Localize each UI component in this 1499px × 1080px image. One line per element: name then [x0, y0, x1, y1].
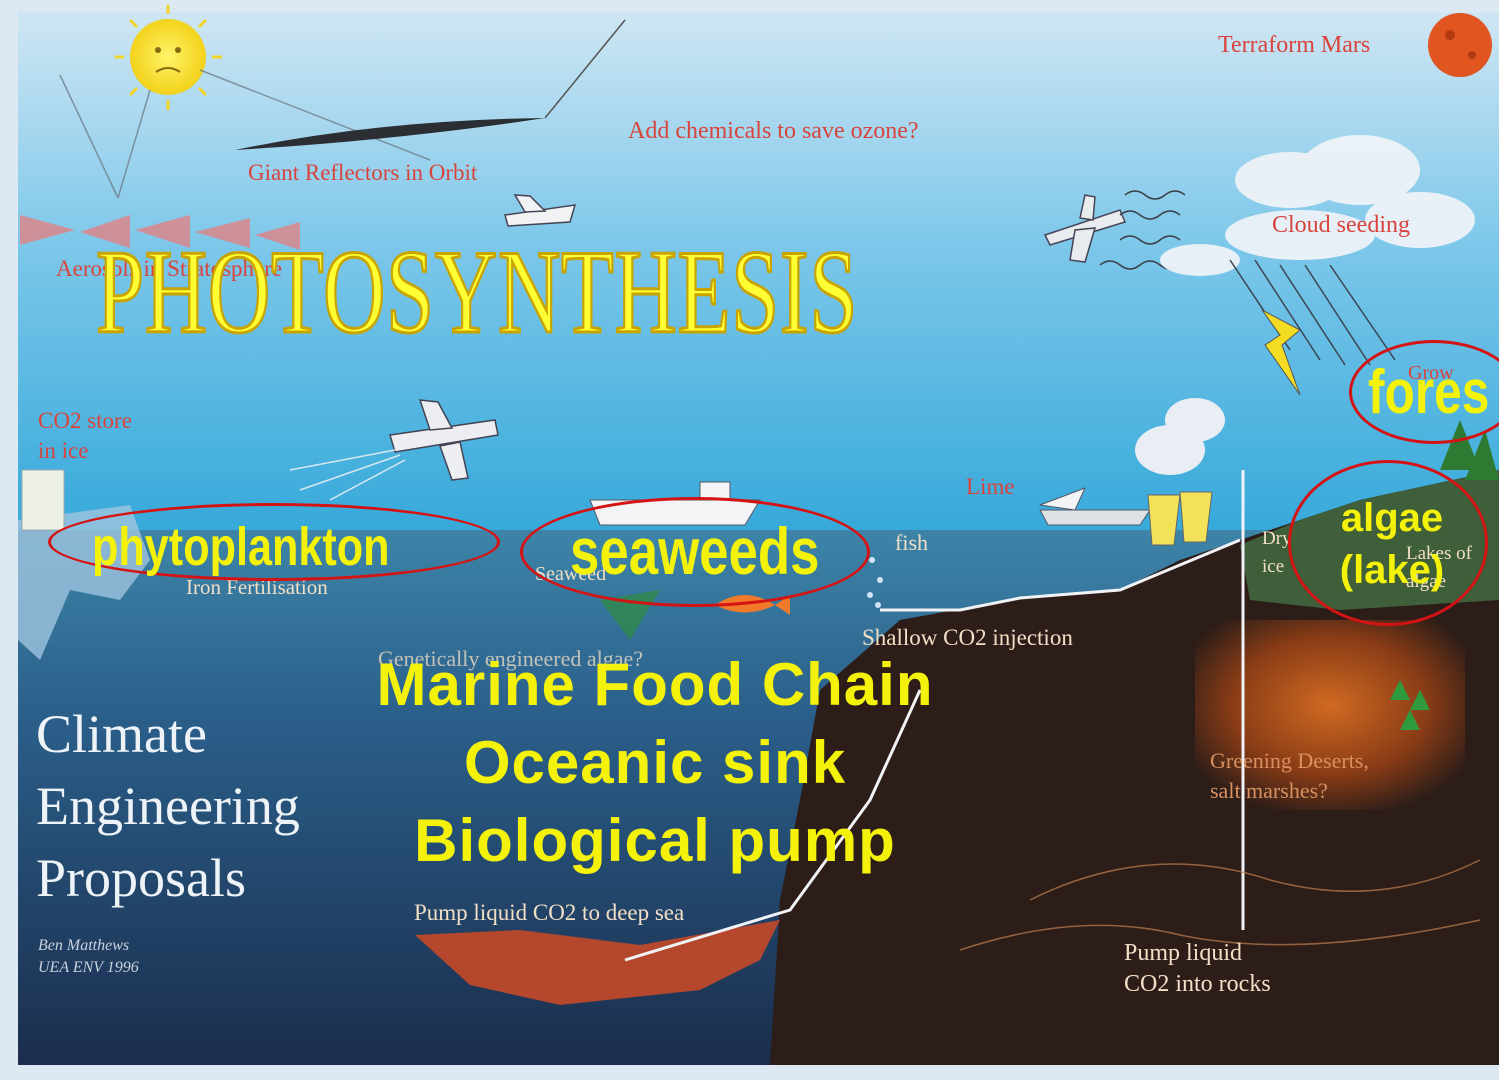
label-pump-rocks: Pump liquid CO2 into rocks: [1124, 938, 1271, 1000]
sun-icon: [115, 5, 222, 110]
label-lime: Lime: [966, 474, 1015, 500]
label-greening-deserts-line1: Greening Deserts,: [1210, 746, 1369, 776]
label-fish: fish: [895, 530, 928, 556]
highlight-seaweeds: seaweeds: [570, 516, 820, 586]
ocean-text-line1: Marine Food Chain: [300, 646, 1010, 724]
label-dry-ice-line2: ice: [1262, 553, 1292, 581]
diagram-title-line1: Climate: [36, 698, 300, 770]
credit-line1: Ben Matthews: [38, 935, 139, 957]
label-pump-rocks-line2: CO2 into rocks: [1124, 969, 1271, 1000]
highlight-algae: algae (lake): [1312, 492, 1472, 596]
label-pump-deep-sea: Pump liquid CO2 to deep sea: [414, 900, 684, 926]
highlight-forest: fores: [1368, 360, 1489, 426]
mars-icon: [1428, 13, 1492, 77]
label-add-chemicals: Add chemicals to save ozone?: [628, 118, 919, 145]
label-cloud-seeding: Cloud seeding: [1272, 212, 1410, 239]
credit-line2: UEA ENV 1996: [38, 957, 139, 979]
label-greening-deserts-line2: salt marshes?: [1210, 776, 1369, 806]
ocean-text-line3: Biological pump: [300, 802, 1010, 880]
diagram-title-line3: Proposals: [36, 842, 300, 914]
highlight-algae-line1: algae: [1312, 492, 1472, 544]
label-co2-store-line2: in ice: [38, 436, 132, 466]
label-terraform-mars: Terraform Mars: [1218, 32, 1370, 59]
diagram-title: Climate Engineering Proposals: [36, 698, 300, 914]
highlight-algae-line2: (lake): [1312, 544, 1472, 596]
label-dry-ice: Dry ice: [1262, 525, 1292, 581]
label-co2-store: CO2 store in ice: [38, 406, 132, 466]
label-giant-reflectors: Giant Reflectors in Orbit: [248, 160, 477, 186]
credit: Ben Matthews UEA ENV 1996: [38, 935, 139, 979]
diagram-title-line2: Engineering: [36, 770, 300, 842]
ocean-text-line2: Oceanic sink: [300, 724, 1010, 802]
highlight-phytoplankton: phytoplankton: [92, 518, 390, 576]
headline-photosynthesis: PHOTOSYNTHESIS: [96, 232, 858, 352]
ocean-text: Marine Food Chain Oceanic sink Biologica…: [300, 646, 1010, 880]
label-pump-rocks-line1: Pump liquid: [1124, 938, 1271, 969]
label-greening-deserts: Greening Deserts, salt marshes?: [1210, 746, 1369, 806]
label-co2-store-line1: CO2 store: [38, 406, 132, 436]
